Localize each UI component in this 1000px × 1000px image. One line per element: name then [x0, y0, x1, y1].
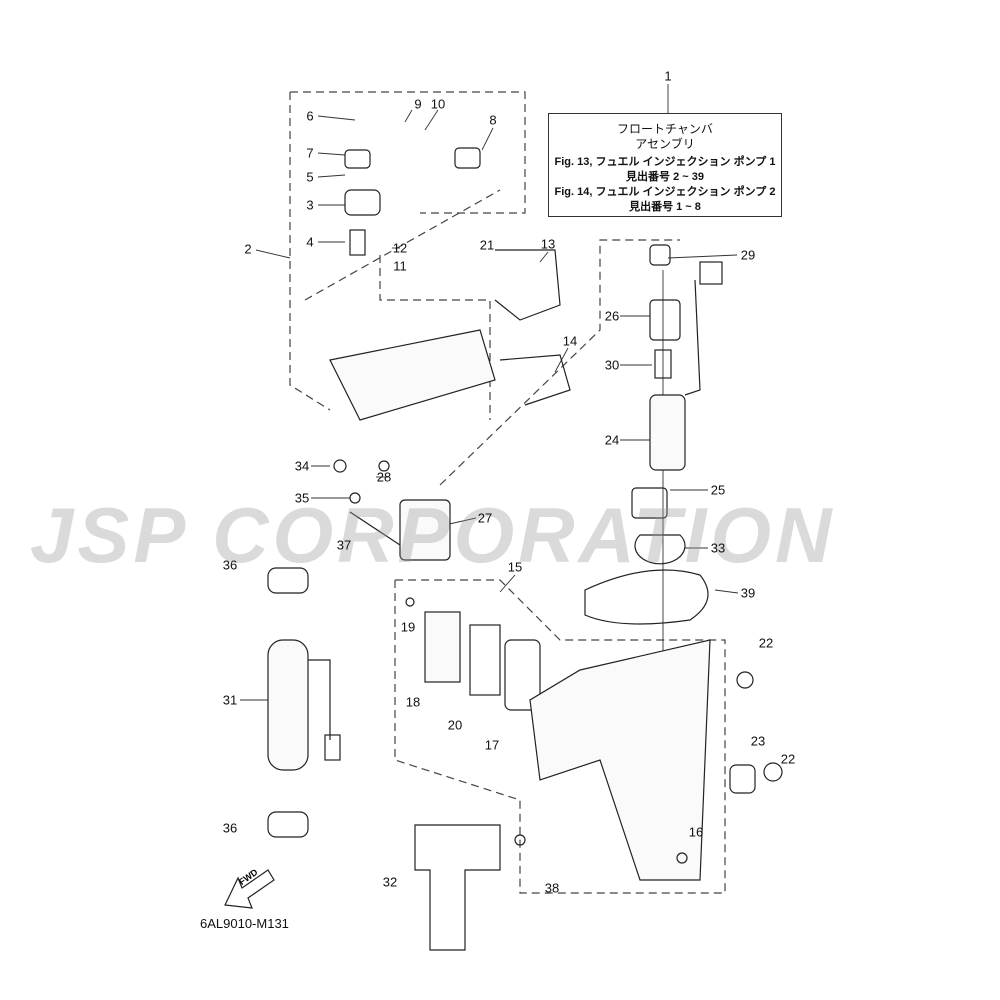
- info-ref1: Fig. 13, フュエル インジェクション ポンプ 1: [554, 156, 776, 168]
- callout-24[interactable]: 24: [604, 432, 620, 448]
- callout-3[interactable]: 3: [306, 197, 314, 213]
- callout-36a[interactable]: 36: [222, 557, 238, 573]
- callout-15[interactable]: 15: [507, 559, 523, 575]
- callout-38[interactable]: 38: [544, 880, 560, 896]
- info-ref2-range: 見出番号 1 ~ 8: [629, 201, 701, 213]
- callout-22b[interactable]: 22: [780, 751, 796, 767]
- callout-26[interactable]: 26: [604, 308, 620, 324]
- callout-35[interactable]: 35: [294, 490, 310, 506]
- callout-6[interactable]: 6: [306, 108, 314, 124]
- callout-21[interactable]: 21: [479, 237, 495, 253]
- callout-2[interactable]: 2: [244, 241, 252, 257]
- dashed-group-lines: [289, 91, 726, 894]
- callout-32[interactable]: 32: [382, 874, 398, 890]
- callout-20[interactable]: 20: [447, 717, 463, 733]
- info-ref1-range: 見出番号 2 ~ 39: [626, 171, 704, 183]
- callout-12[interactable]: 12: [392, 240, 408, 256]
- callout-10[interactable]: 10: [430, 96, 446, 112]
- fuel-pump-module: [267, 147, 783, 951]
- callout-25[interactable]: 25: [710, 482, 726, 498]
- callout-23[interactable]: 23: [750, 733, 766, 749]
- callout-7[interactable]: 7: [306, 145, 314, 161]
- callout-27[interactable]: 27: [477, 510, 493, 526]
- info-title-line2: アセンブリ: [635, 137, 695, 151]
- callout-14[interactable]: 14: [562, 333, 578, 349]
- callout-28[interactable]: 28: [376, 469, 392, 485]
- callout-4[interactable]: 4: [306, 234, 314, 250]
- fwd-arrow-icon: [224, 869, 275, 909]
- callout-19[interactable]: 19: [400, 619, 416, 635]
- callout-17[interactable]: 17: [484, 737, 500, 753]
- callout-31[interactable]: 31: [222, 692, 238, 708]
- callout-33[interactable]: 33: [710, 540, 726, 556]
- info-title-line1: フロートチャンバ: [617, 122, 713, 136]
- callout-39[interactable]: 39: [740, 585, 756, 601]
- callout-22a[interactable]: 22: [758, 635, 774, 651]
- callout-8[interactable]: 8: [489, 112, 497, 128]
- callout-29[interactable]: 29: [740, 247, 756, 263]
- callout-18[interactable]: 18: [405, 694, 421, 710]
- callout-16[interactable]: 16: [688, 824, 704, 840]
- leader-lines: [240, 84, 739, 701]
- callout-1[interactable]: 1: [664, 68, 672, 84]
- callout-36b[interactable]: 36: [222, 820, 238, 836]
- callout-11[interactable]: 11: [393, 258, 407, 274]
- callout-34[interactable]: 34: [294, 458, 310, 474]
- diagram-code: 6AL9010-M131: [200, 916, 289, 931]
- watermark: JSP CORPORATION: [30, 491, 836, 579]
- callout-9[interactable]: 9: [414, 96, 422, 112]
- info-ref2: Fig. 14, フュエル インジェクション ポンプ 2: [554, 186, 776, 198]
- callout-13[interactable]: 13: [540, 236, 556, 252]
- callout-30[interactable]: 30: [604, 357, 620, 373]
- info-box: フロートチャンバ アセンブリ Fig. 13, フュエル インジェクション ポン…: [548, 113, 782, 217]
- callout-37[interactable]: 37: [336, 537, 352, 553]
- callout-5[interactable]: 5: [306, 169, 314, 185]
